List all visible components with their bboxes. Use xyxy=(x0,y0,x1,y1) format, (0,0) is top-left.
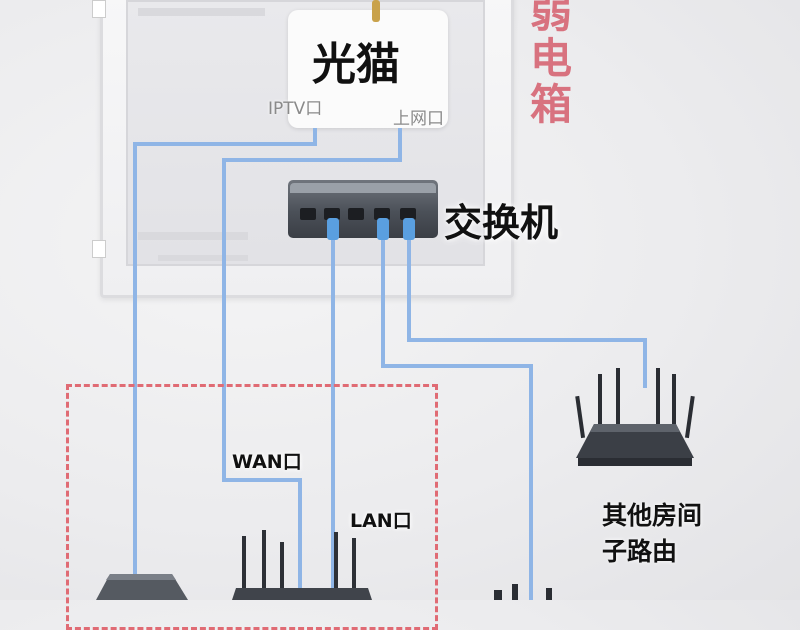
box-rib xyxy=(138,232,248,240)
box-rib xyxy=(138,8,208,16)
box-title-char: 箱 xyxy=(529,80,572,129)
rj45-plug xyxy=(403,218,415,240)
internet-cable xyxy=(222,478,302,482)
device-antenna xyxy=(494,590,502,600)
box-hinge xyxy=(92,240,106,258)
box-title: 弱 电 箱 xyxy=(528,0,574,128)
switch-port xyxy=(348,208,364,220)
switch-port xyxy=(374,208,390,220)
device-antenna xyxy=(546,588,552,600)
optical-modem xyxy=(288,10,448,128)
internet-cable xyxy=(222,158,226,480)
box-rib xyxy=(205,8,265,16)
internet-cable xyxy=(398,128,402,162)
sub-router-cable xyxy=(643,338,647,388)
switch-label: 交换机 xyxy=(444,201,559,245)
switch-top xyxy=(290,183,436,193)
switch-port xyxy=(324,208,340,220)
rj45-plug xyxy=(327,218,339,240)
switch-port xyxy=(400,208,416,220)
iptv-box-icon xyxy=(96,574,188,600)
lan-cable xyxy=(331,238,335,588)
sub-router-cable xyxy=(407,238,411,340)
modem-label: 光猫 xyxy=(312,39,400,90)
box-title-char: 电 xyxy=(529,34,572,83)
iptv-port-label: IPTV口 xyxy=(268,99,323,119)
sub-router-cable xyxy=(407,338,647,342)
room-cable xyxy=(381,364,533,368)
device-antenna xyxy=(512,584,518,600)
internet-port-label: 上网口 xyxy=(393,109,444,129)
rj45-plug xyxy=(377,218,389,240)
internet-cable xyxy=(298,478,302,588)
room-cable xyxy=(381,238,385,366)
lan-port-label: LAN口 xyxy=(350,510,412,532)
iptv-cable xyxy=(133,142,317,146)
main-router-icon xyxy=(232,530,372,600)
sub-router-label-line: 其他房间 xyxy=(602,501,703,530)
sub-router-label-line: 子路由 xyxy=(602,537,678,566)
internet-cable xyxy=(222,158,402,162)
modem-antenna xyxy=(372,0,380,22)
sub-router-label: 其他房间 子路由 xyxy=(602,498,702,570)
box-hinge xyxy=(92,0,106,18)
switch-port xyxy=(300,208,316,220)
box-rib xyxy=(158,255,248,261)
box-title-char: 弱 xyxy=(529,0,572,37)
iptv-cable xyxy=(313,128,317,144)
sub-router-icon xyxy=(575,368,695,466)
room-cable xyxy=(529,364,533,600)
iptv-cable xyxy=(133,142,137,582)
wan-port-label: WAN口 xyxy=(232,451,302,473)
